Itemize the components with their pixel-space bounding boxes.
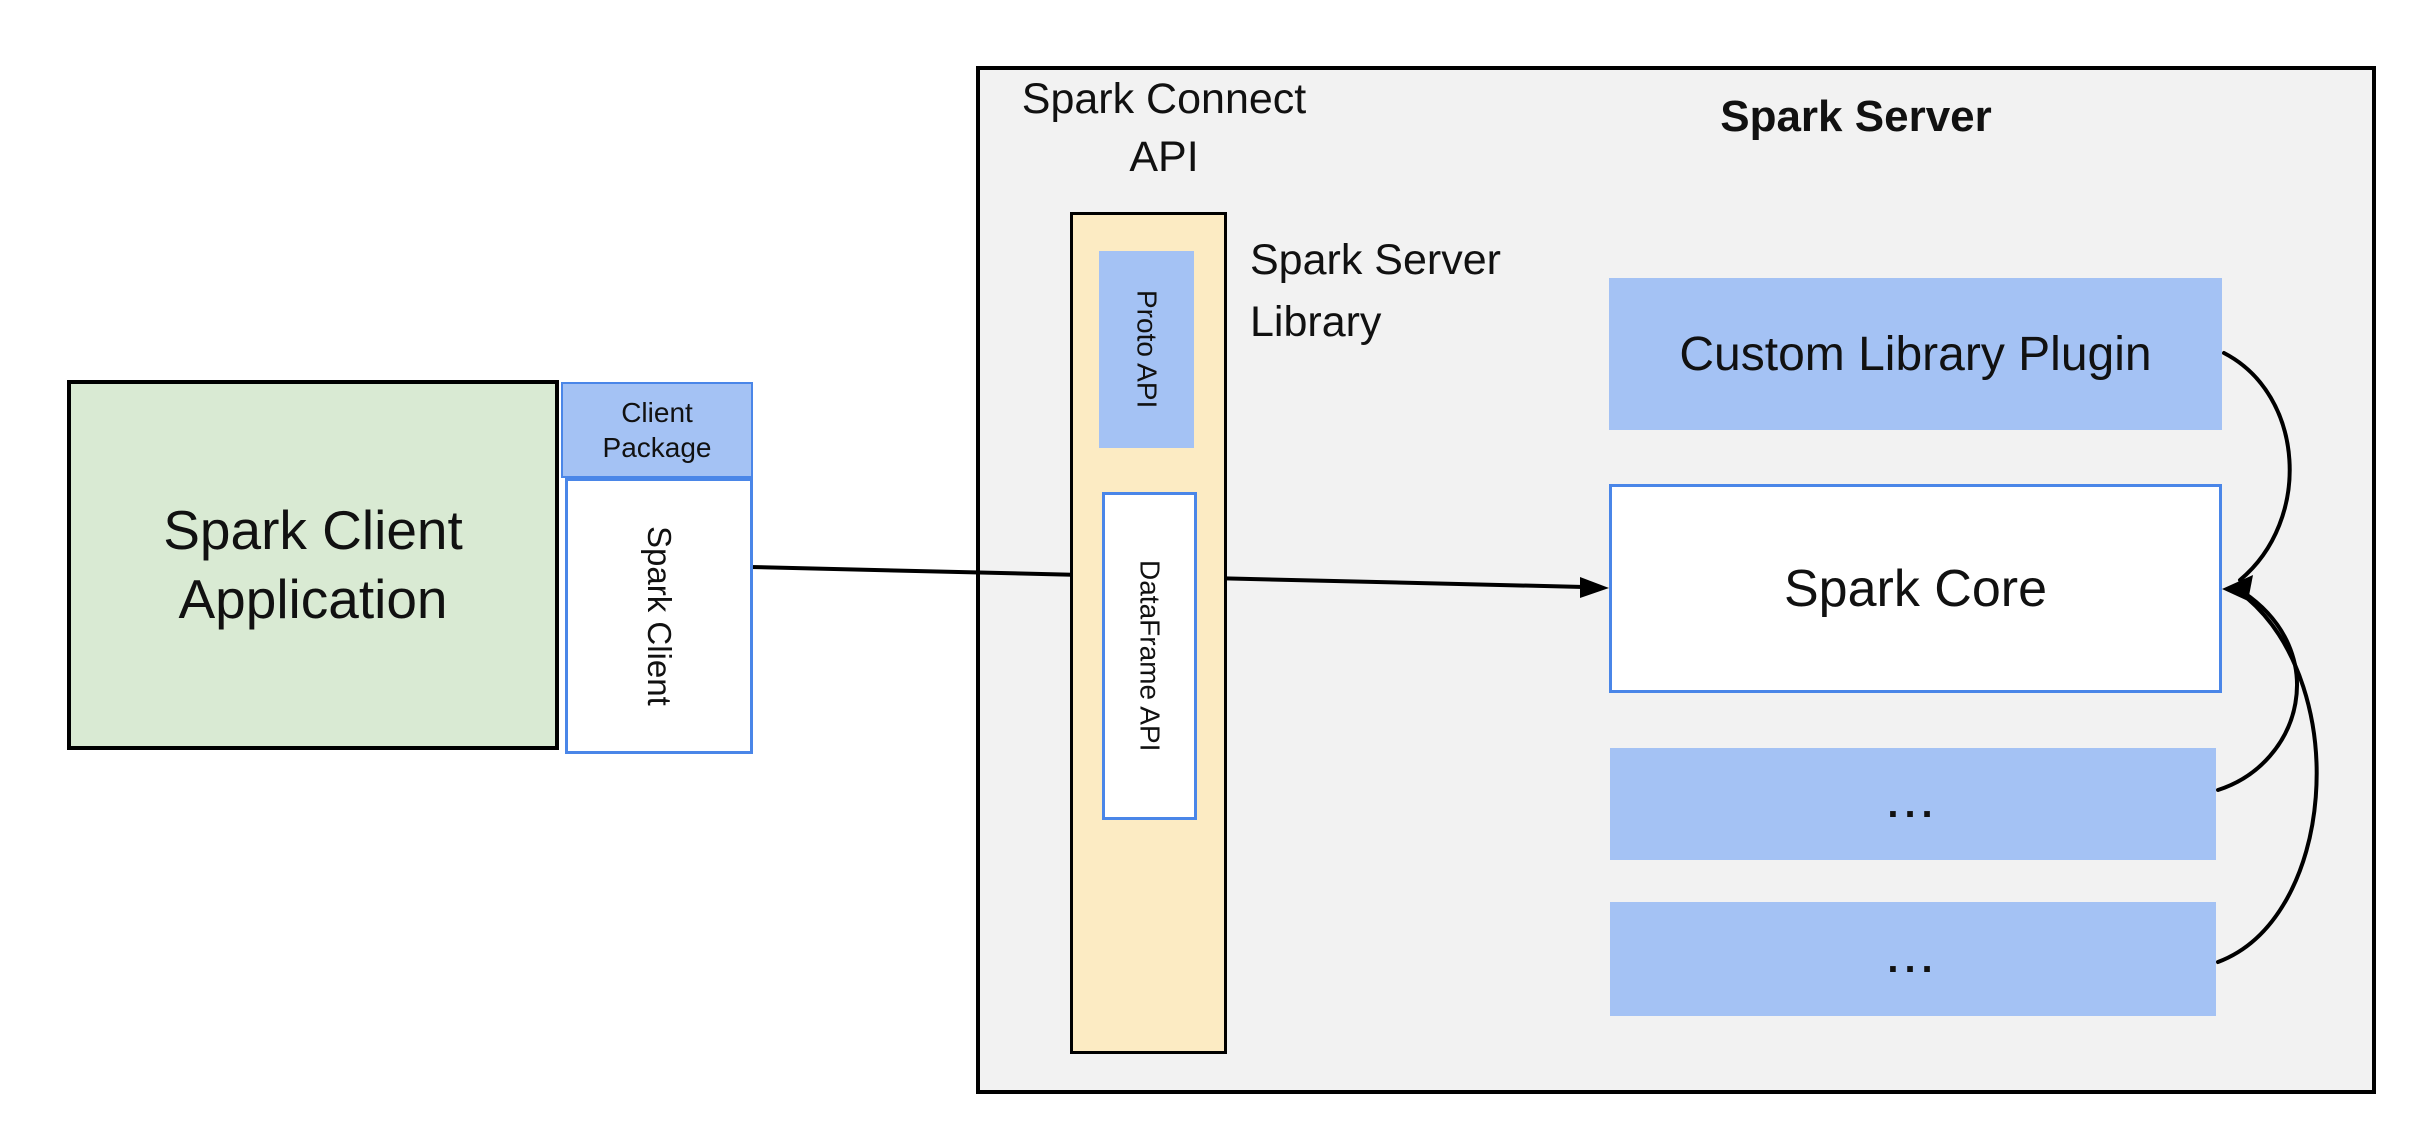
custom-library-plugin-box: Custom Library Plugin (1609, 278, 2222, 430)
spark-core-box: Spark Core (1609, 484, 2222, 693)
spark-connect-api-label: Spark Connect API (1021, 75, 1307, 182)
more-components-label-2: ... (1887, 936, 1939, 981)
spark-client-box: Spark Client (565, 478, 753, 754)
spark-client-label: Spark Client (641, 526, 678, 706)
dataframe-api-box: DataFrame API (1102, 492, 1197, 820)
spark-server-title: Spark Server (1720, 92, 1992, 141)
spark-server-library-label: Spark Server Library (1250, 236, 1501, 346)
client-package-box: Client Package (561, 382, 753, 478)
more-components-box-2: ... (1610, 902, 2216, 1016)
spark-client-application-box: Spark Client Application (67, 380, 559, 750)
more-components-label-1: ... (1887, 781, 1939, 826)
spark-core-label: Spark Core (1784, 559, 2047, 618)
proto-api-box: Proto API (1099, 251, 1194, 448)
proto-api-label: Proto API (1131, 290, 1163, 409)
spark-client-application-label: Spark Client Application (163, 499, 463, 630)
more-components-box-1: ... (1610, 748, 2216, 860)
client-package-label: Client Package (602, 397, 712, 463)
custom-library-plugin-label: Custom Library Plugin (1679, 327, 2152, 381)
dataframe-api-label: DataFrame API (1134, 560, 1166, 752)
